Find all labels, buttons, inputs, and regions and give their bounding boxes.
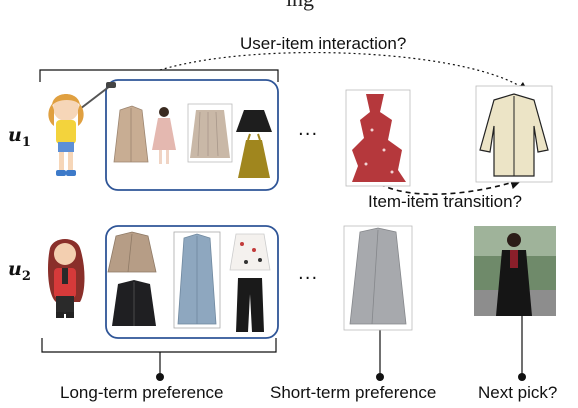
olive-dress-icon [238,133,270,178]
long-term-preference-label: Long-term preference [60,383,224,402]
black-jacket-icon [112,280,156,326]
short-term-dot [376,373,384,381]
beige-blazer-icon [107,231,157,273]
user-item-arc [159,51,528,92]
user1-label: u1 [8,124,31,150]
next-pick-dot [518,373,526,381]
cream-blouse-icon [475,85,553,183]
user2-history-box [105,225,279,339]
street-photo-icon [474,226,556,316]
long-term-dot [156,373,164,381]
patterned-sweater-icon [229,233,271,271]
user1-history-box [105,79,279,191]
black-skirt-icon [236,110,272,132]
user2-avatar-icon [48,239,85,318]
ellipsis-row2: ··· [298,268,319,289]
item-item-transition-label: Item-item transition? [368,192,522,211]
grey-blazer-icon [343,225,413,331]
user1-avatar-icon [48,82,116,176]
red-floral-dress-icon [345,89,411,187]
tulle-skirt-icon [187,103,233,163]
next-pick-label: Next pick? [478,383,558,402]
cropped-header-text: ing [286,0,314,11]
beige-trench-coat-icon [113,105,149,163]
model-pink-dress-icon [152,107,176,164]
blue-trench-coat-icon [173,231,221,329]
item-item-arc [379,176,524,195]
short-term-preference-label: Short-term preference [270,383,437,402]
user-item-interaction-label: User-item interaction? [240,34,407,53]
bottom-bracket [41,338,277,353]
user2-label: u2 [8,258,31,284]
ellipsis-row1: ··· [298,124,319,145]
top-bracket [39,69,279,82]
black-trousers-icon [236,278,264,332]
